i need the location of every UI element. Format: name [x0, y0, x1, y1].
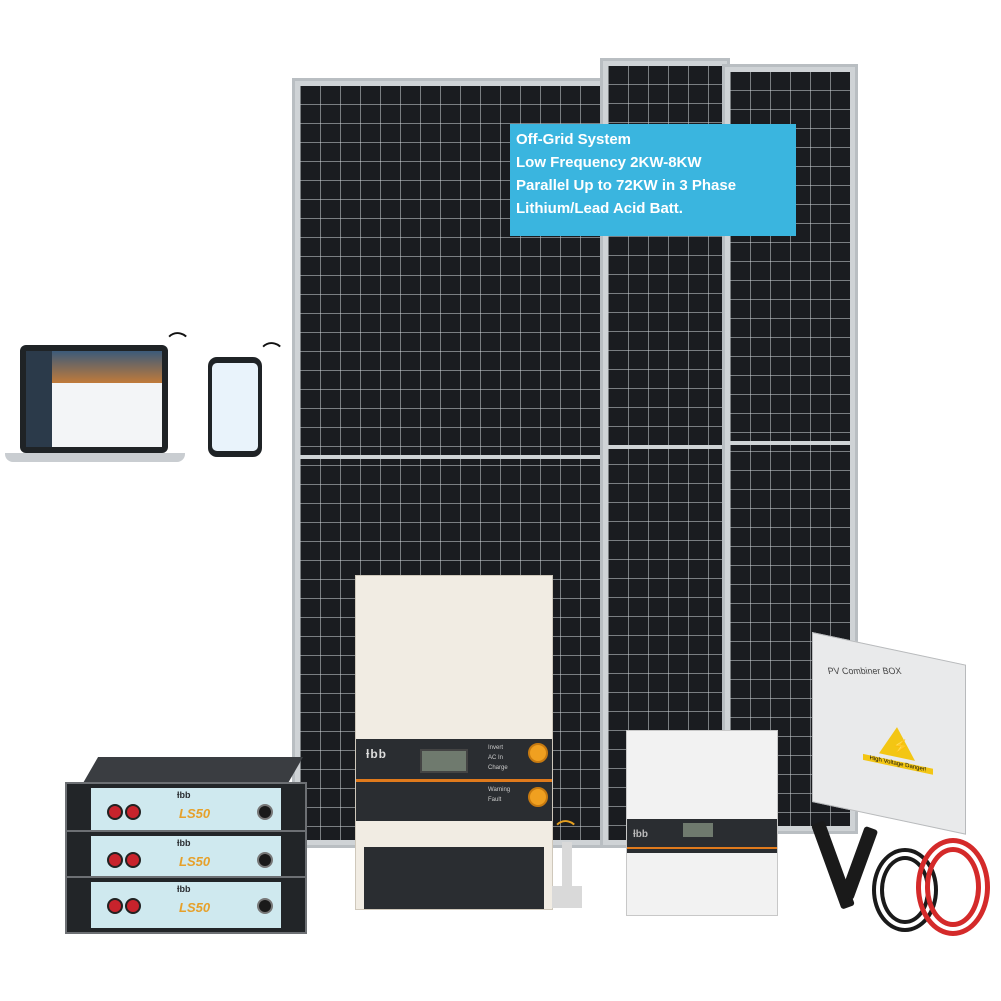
wifi-icon: ◜	[156, 320, 193, 358]
battery-module: ƚbb LS50	[65, 876, 307, 934]
system-info-box: Off-Grid System Low Frequency 2KW-8KW Pa…	[510, 124, 796, 236]
power-button	[528, 743, 548, 763]
cable-coil-red	[916, 838, 990, 936]
led-label: Fault	[488, 797, 502, 803]
inverter-lcd	[420, 749, 468, 773]
combiner-label: PV Combiner BOX	[826, 666, 903, 677]
wifi-dongle-base	[552, 886, 582, 908]
laptop-monitoring	[20, 345, 168, 453]
led-label: Warning	[488, 787, 511, 793]
inverter-lcd	[683, 823, 713, 837]
hybrid-inverter: ƚbb Invert AC In Charge Warning Fault	[355, 575, 553, 910]
inverter-vent	[364, 847, 544, 909]
inverter-logo: ƚbb	[633, 829, 648, 840]
battery-logo: ƚbb	[177, 884, 191, 894]
battery-terminal-positive	[125, 804, 141, 820]
battery-terminal-positive	[107, 898, 123, 914]
battery-model: LS50	[179, 900, 211, 915]
battery-model: LS50	[179, 854, 211, 869]
battery-terminal-positive	[125, 898, 141, 914]
battery-terminal-negative	[257, 804, 273, 820]
battery-top-cover	[81, 757, 304, 785]
phone-monitoring	[208, 357, 262, 457]
inverter-logo: ƚbb	[366, 747, 387, 761]
battery-logo: ƚbb	[177, 790, 191, 800]
led-label: Charge	[488, 765, 508, 771]
wifi-icon: ◜	[250, 330, 287, 368]
battery-terminal-positive	[107, 852, 123, 868]
led-label: AC In	[488, 755, 504, 761]
battery-logo: ƚbb	[177, 838, 191, 848]
power-button	[528, 787, 548, 807]
pv-combiner-box: PV Combiner BOX ⚡ High Voltage Danger!	[812, 632, 966, 835]
led-label: Invert	[488, 745, 504, 751]
info-line-1: Off-Grid System	[516, 131, 632, 148]
info-line-4: Lithium/Lead Acid Batt.	[516, 200, 683, 217]
info-line-2: Low Frequency 2KW-8KW	[516, 154, 702, 171]
battery-terminal-negative	[257, 852, 273, 868]
battery-terminal-positive	[125, 852, 141, 868]
battery-terminal-positive	[107, 804, 123, 820]
grid-tie-inverter: ƚbb	[626, 730, 778, 916]
bolt-icon: ⚡	[892, 736, 910, 756]
info-line-3: Parallel Up to 72KW in 3 Phase	[516, 177, 737, 194]
laptop-base	[5, 453, 185, 462]
wifi-dongle	[562, 842, 572, 894]
battery-model: LS50	[179, 806, 211, 821]
battery-terminal-negative	[257, 898, 273, 914]
